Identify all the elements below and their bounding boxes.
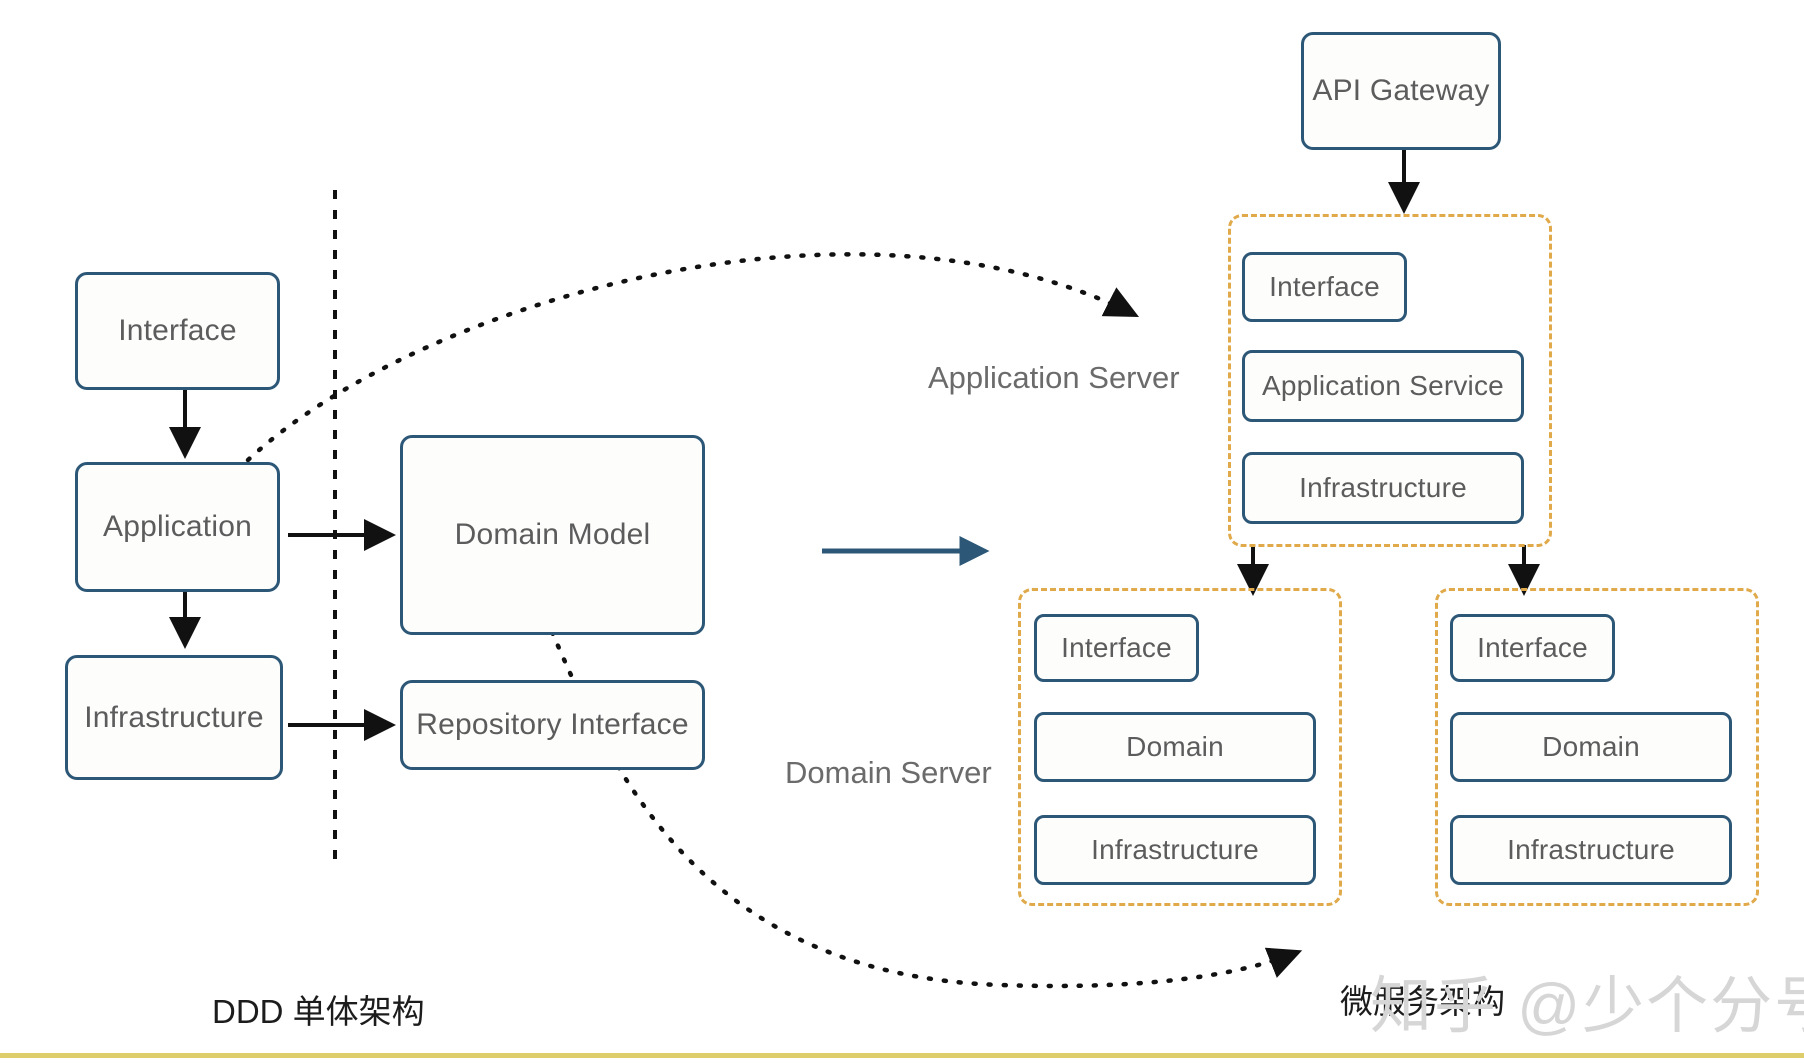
- monolith-box-infrastructure[interactable]: Infrastructure: [65, 655, 283, 780]
- monolith-box-interface[interactable]: Interface: [75, 272, 280, 390]
- monolith-box-interface-label: Interface: [118, 314, 237, 347]
- domain-server-1-layer-infrastructure[interactable]: Infrastructure: [1034, 815, 1316, 885]
- domain-server-group-2: [1435, 588, 1759, 906]
- api-gateway-box[interactable]: API Gateway: [1301, 32, 1501, 150]
- application-server-layer-infrastructure-label: Infrastructure: [1299, 472, 1467, 503]
- domain-server-title: Domain Server: [785, 755, 992, 790]
- monolith-caption: DDD 单体架构: [212, 993, 425, 1030]
- dotted-curve-app-to-appserver: [245, 252, 1140, 463]
- application-server-layer-application-service[interactable]: Application Service: [1242, 350, 1524, 422]
- application-server-group: [1228, 214, 1552, 547]
- monolith-box-repository-interface-label: Repository Interface: [416, 708, 689, 741]
- domain-server-1-layer-interface[interactable]: Interface: [1034, 614, 1199, 682]
- monolith-box-domain-model[interactable]: Domain Model: [400, 435, 705, 635]
- domain-server-1-layer-infrastructure-label: Infrastructure: [1091, 834, 1259, 865]
- domain-server-2-layer-interface-label: Interface: [1477, 632, 1588, 663]
- bottom-accent-bar: [0, 1053, 1804, 1058]
- domain-server-2-layer-infrastructure[interactable]: Infrastructure: [1450, 815, 1732, 885]
- monolith-box-application[interactable]: Application: [75, 462, 280, 592]
- api-gateway-label: API Gateway: [1312, 74, 1490, 107]
- monolith-box-infrastructure-label: Infrastructure: [84, 700, 264, 734]
- domain-server-1-layer-interface-label: Interface: [1061, 632, 1172, 663]
- application-server-layer-interface[interactable]: Interface: [1242, 252, 1407, 322]
- domain-server-1-layer-domain-label: Domain: [1126, 731, 1224, 762]
- domain-server-2-layer-domain-label: Domain: [1542, 731, 1640, 762]
- microservices-caption: 微服务架构: [1340, 983, 1505, 1020]
- domain-server-2-layer-interface[interactable]: Interface: [1450, 614, 1615, 682]
- application-server-layer-interface-label: Interface: [1269, 271, 1380, 302]
- domain-server-1-layer-domain[interactable]: Domain: [1034, 712, 1316, 782]
- application-server-layer-application-service-label: Application Service: [1262, 370, 1504, 401]
- domain-server-2-layer-infrastructure-label: Infrastructure: [1507, 834, 1675, 865]
- application-server-layer-infrastructure[interactable]: Infrastructure: [1242, 452, 1524, 524]
- site-watermark: 知乎 @少个分号: [1370, 972, 1804, 1041]
- domain-server-group-1: [1018, 588, 1342, 906]
- monolith-box-application-label: Application: [103, 510, 252, 543]
- application-server-title: Application Server: [928, 360, 1180, 395]
- monolith-box-repository-interface[interactable]: Repository Interface: [400, 680, 705, 770]
- domain-server-2-layer-domain[interactable]: Domain: [1450, 712, 1732, 782]
- monolith-box-domain-model-label: Domain Model: [454, 518, 651, 551]
